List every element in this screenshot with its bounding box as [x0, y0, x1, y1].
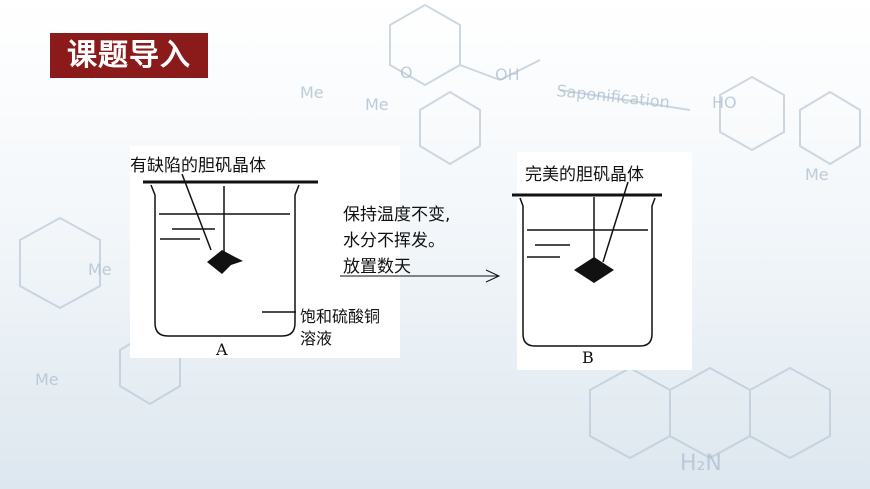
- beaker-a-solution-label-line2: 溶液: [300, 329, 333, 348]
- beaker-a-body: [150, 184, 300, 337]
- process-text-line1: 保持温度不变,: [343, 205, 451, 225]
- beaker-b-label: 完美的胆矾晶体: [525, 165, 644, 185]
- beaker-a-solution-label-line1: 饱和硫酸铜: [300, 307, 381, 326]
- watermark-text: Me: [300, 83, 324, 102]
- beaker-b-pointer: [602, 181, 629, 263]
- defective-crystal: [207, 250, 243, 274]
- watermark-text: Me: [365, 95, 389, 114]
- beaker-a-label: 有缺陷的胆矾晶体: [130, 156, 266, 176]
- beaker-b-panel: [517, 152, 692, 370]
- perfect-crystal: [574, 257, 614, 283]
- watermark-text: OH: [495, 65, 520, 84]
- process-text-line2: 水分不挥发。: [343, 231, 445, 251]
- beaker-a-pointer: [181, 173, 212, 251]
- slide-title: 课题导入: [50, 33, 208, 78]
- watermark-text: HO: [712, 93, 737, 112]
- beaker-b-letter: B: [582, 348, 594, 367]
- beaker-b-body: [519, 197, 656, 347]
- process-arrow-head: [485, 269, 501, 283]
- beaker-a-letter: A: [216, 340, 228, 359]
- watermark-text: Me: [805, 165, 829, 184]
- watermark-text: Me: [35, 370, 59, 389]
- watermark-text: Me: [88, 260, 112, 279]
- watermark-text: O: [400, 63, 413, 82]
- process-text-line3: 放置数天: [343, 257, 411, 277]
- watermark-text: H₂N: [680, 451, 722, 476]
